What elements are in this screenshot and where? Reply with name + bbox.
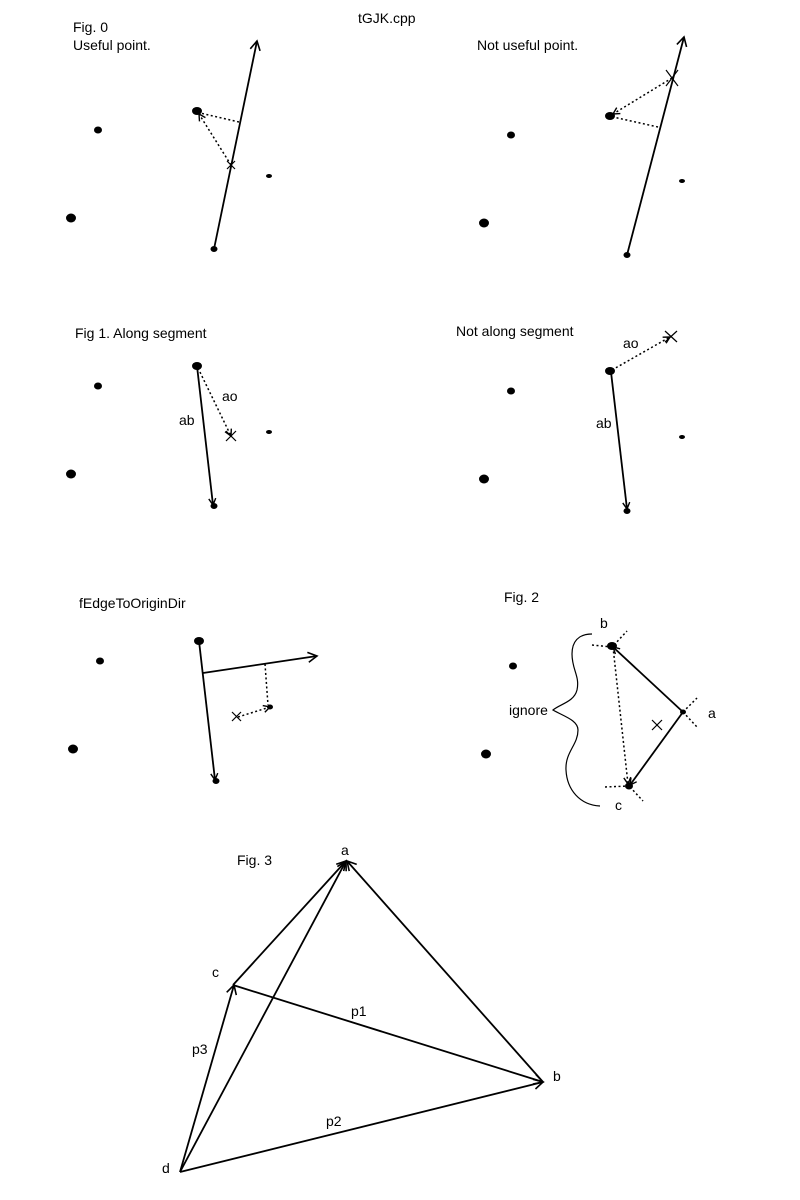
fig-edge-to-origin-dir: fEdgeToOriginDir xyxy=(68,595,319,784)
origin-cross-icon xyxy=(226,160,236,170)
origin-cross-icon xyxy=(225,430,237,442)
p3-label: p3 xyxy=(192,1041,208,1057)
vertex-c-label: c xyxy=(615,797,622,813)
edge-arrow xyxy=(198,640,219,782)
normal-arrow xyxy=(202,651,319,674)
ao-dotted-arrow xyxy=(197,367,233,438)
vertex-c-label: c xyxy=(212,964,219,980)
edge-d-a xyxy=(179,859,347,1173)
edge-c-a xyxy=(232,859,348,986)
vertex-b-label: b xyxy=(600,615,608,631)
fig2-triangle: Fig. 2 ignore b a c xyxy=(481,589,716,813)
fig1-not-along-segment: Not along segment ab ao xyxy=(456,323,685,514)
dotted-tick xyxy=(682,697,698,713)
origin-cross-icon xyxy=(665,69,679,87)
point xyxy=(481,749,491,759)
point xyxy=(479,474,489,484)
ab-label: ab xyxy=(596,415,612,431)
fig0-not-useful-point: Not useful point. xyxy=(477,35,688,258)
vertex-a-label: a xyxy=(341,842,349,858)
fig0-right-caption: Not useful point. xyxy=(477,37,578,53)
direction-arrow xyxy=(213,39,261,250)
fig1-right-caption: Not along segment xyxy=(456,323,574,339)
ab-arrow xyxy=(610,371,631,511)
p2-label: p2 xyxy=(326,1113,342,1129)
fig1-label: Fig 1. Along segment xyxy=(75,325,207,341)
fig3-label: Fig. 3 xyxy=(237,852,272,868)
ignore-label: ignore xyxy=(509,702,548,718)
point xyxy=(605,367,615,375)
fig0-caption: Useful point. xyxy=(73,37,151,53)
point xyxy=(210,503,218,509)
point xyxy=(94,382,102,390)
point xyxy=(66,469,76,479)
dotted-arrow xyxy=(611,77,673,115)
fig2-label: Fig. 2 xyxy=(504,589,539,605)
point xyxy=(679,435,685,439)
edge-d-b-p2 xyxy=(179,1078,545,1173)
fig1-along-segment: Fig 1. Along segment ab ao xyxy=(66,325,272,509)
dotted-tick xyxy=(682,711,698,728)
dotted-tick xyxy=(591,644,613,648)
fig-edge-label: fEdgeToOriginDir xyxy=(79,595,186,611)
point xyxy=(266,174,272,178)
point xyxy=(479,218,489,228)
origin-cross-icon xyxy=(231,711,242,722)
ab-label: ab xyxy=(179,412,195,428)
vertex-d-label: d xyxy=(162,1160,170,1176)
dotted-tick xyxy=(613,630,628,646)
point xyxy=(68,744,78,754)
fig0-label: Fig. 0 xyxy=(73,19,108,35)
p1-label: p1 xyxy=(351,1003,367,1019)
dotted-arrow xyxy=(198,112,232,166)
file-title: tGJK.cpp xyxy=(358,10,416,26)
edge-c-b-p1 xyxy=(232,984,545,1085)
point xyxy=(266,430,272,434)
dotted-arrow xyxy=(237,704,272,718)
point xyxy=(507,387,515,395)
edge-b-c-dotted xyxy=(612,646,632,786)
ao-label: ao xyxy=(222,388,238,404)
edge-a-b xyxy=(611,645,684,713)
ao-dotted-arrow xyxy=(611,336,672,371)
point xyxy=(192,107,202,115)
ab-arrow xyxy=(196,365,217,507)
point xyxy=(509,662,517,670)
vertex-a-label: a xyxy=(708,705,716,721)
point xyxy=(679,179,685,183)
vertex-b-label: b xyxy=(553,1068,561,1084)
fig0-useful-point: Fig. 0 Useful point. xyxy=(66,19,272,252)
point xyxy=(94,126,102,134)
ao-label: ao xyxy=(623,335,639,351)
point xyxy=(66,213,76,223)
origin-cross-icon xyxy=(664,330,678,343)
edge-a-c xyxy=(629,711,684,787)
dotted-line xyxy=(612,116,659,128)
ignore-brace xyxy=(551,633,601,807)
point xyxy=(212,778,220,784)
dotted-tick xyxy=(629,786,644,802)
point xyxy=(96,657,104,665)
edge-b-a xyxy=(345,859,544,1083)
edge-d-c-p3 xyxy=(179,983,238,1173)
point xyxy=(507,131,515,139)
direction-arrow xyxy=(626,35,688,256)
dotted-line xyxy=(264,663,269,706)
dotted-line xyxy=(199,112,240,123)
fig3-tetrahedron: Fig. 3 a c b d p1 p2 p3 xyxy=(162,842,561,1176)
origin-cross-icon xyxy=(651,719,663,731)
